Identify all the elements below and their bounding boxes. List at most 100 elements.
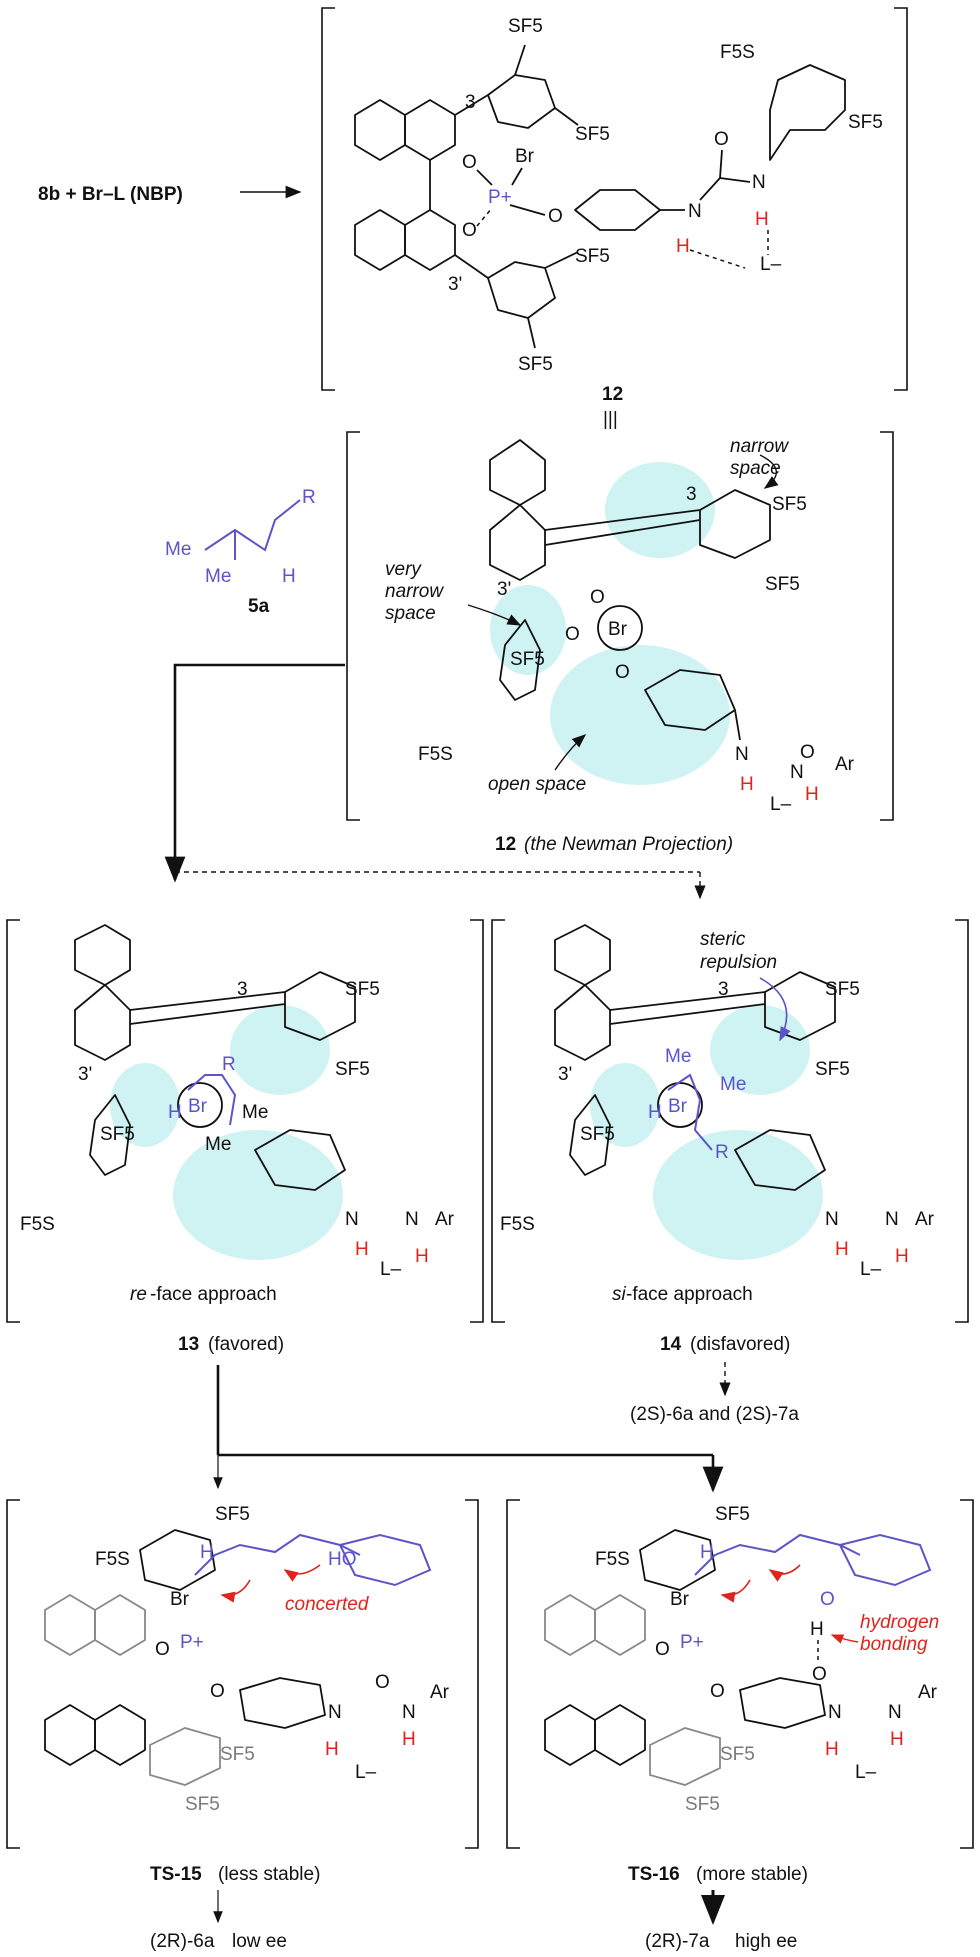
- sf5-ts15-2: SF5: [220, 1744, 255, 1765]
- ts-16: SF5 F5S O O P+ Br O H H hydrogen bonding…: [506, 1499, 974, 1952]
- hbond-line-2: bonding: [860, 1634, 928, 1655]
- ee-ts15: low ee: [232, 1931, 287, 1952]
- phosphorus-label: P+: [488, 187, 512, 208]
- binaphthyl-upper: [354, 94, 489, 161]
- substrate-r: R: [302, 487, 316, 508]
- label-ts16: TS-16: [628, 1864, 680, 1885]
- narrow-line-1: narrow: [730, 436, 789, 457]
- h-red-ts15-2: H: [402, 1729, 416, 1750]
- h-red-ts14-2: H: [895, 1246, 909, 1267]
- sf5-ts16-1: SF5: [715, 1504, 750, 1525]
- ar-ts13: Ar: [435, 1209, 455, 1230]
- flow-arrows-3: [213, 1365, 724, 1493]
- bracket-left-newman: [346, 431, 360, 821]
- br-ts13: Br: [188, 1096, 208, 1117]
- aryl-sf5-upper: [487, 44, 579, 129]
- h-red-2-12: H: [755, 209, 769, 230]
- n2-ts13: N: [405, 1209, 419, 1230]
- ts14-approach-suffix: -face approach: [626, 1284, 753, 1305]
- pos-3prime-ts13: 3': [78, 1064, 92, 1085]
- note-ts15: (less stable): [218, 1864, 320, 1885]
- o-ts16-2: O: [710, 1681, 725, 1702]
- substrate-me2: Me: [205, 566, 231, 587]
- h-ts14: H: [648, 1102, 662, 1123]
- l-ts14: L–: [860, 1259, 882, 1280]
- f5s-urea-12: F5S: [720, 42, 755, 63]
- label-ts15: TS-15: [150, 1864, 202, 1885]
- o-ts16-1: O: [655, 1639, 670, 1660]
- very-narrow-line-3: space: [385, 603, 436, 624]
- l-ts15: L–: [355, 1762, 377, 1783]
- pos-3-newman: 3: [686, 484, 697, 505]
- n-ts15: N: [328, 1702, 342, 1723]
- me-ts14-2: Me: [720, 1074, 746, 1095]
- br-ts16: Br: [670, 1589, 690, 1610]
- br-ts15: Br: [170, 1589, 190, 1610]
- me-ts14-1: Me: [665, 1046, 691, 1067]
- substrate-me1: Me: [165, 539, 191, 560]
- ts13-approach-prefix: re: [130, 1284, 147, 1305]
- very-narrow-zone: [490, 585, 566, 675]
- ar-newman: Ar: [835, 754, 855, 775]
- ar-ts14: Ar: [915, 1209, 935, 1230]
- label-13: 13: [178, 1334, 199, 1355]
- o-newman-1: O: [590, 587, 605, 608]
- sf5-ts14-1: SF5: [825, 979, 860, 1000]
- bracket-right-12: [894, 7, 908, 391]
- narrow-line-2: space: [730, 458, 781, 479]
- pos-3prime-ts14: 3': [558, 1064, 572, 1085]
- ts14-approach-prefix: si: [612, 1284, 627, 1305]
- p-ts16: P+: [680, 1632, 704, 1653]
- substrate-5a: R Me Me H 5a: [165, 487, 316, 617]
- pos-3prime-label: 3': [448, 274, 462, 295]
- sf5-ts16-2: SF5: [720, 1744, 755, 1765]
- very-narrow-line-2: narrow: [385, 581, 444, 602]
- n2-ts16: N: [888, 1702, 902, 1723]
- n2-newman: N: [790, 762, 804, 783]
- n-newman: N: [735, 744, 749, 765]
- o-urea-ts15: O: [375, 1672, 390, 1693]
- ar-ts15: Ar: [430, 1682, 450, 1703]
- pos-3-ts13: 3: [237, 979, 248, 1000]
- bracket-left-12: [321, 7, 335, 391]
- sf5-low-1: SF5: [575, 246, 610, 267]
- product-ts16: (2R)-7a: [645, 1931, 710, 1952]
- sf5-urea-12: SF5: [848, 112, 883, 133]
- o-ts15-2: O: [210, 1681, 225, 1702]
- f5s-newman: F5S: [418, 744, 453, 765]
- note-14: (disfavored): [690, 1334, 790, 1355]
- sf5-top-1: SF5: [508, 16, 543, 37]
- sf5-newman-2: SF5: [765, 574, 800, 595]
- n-h-urea-12: N: [688, 201, 702, 222]
- sf5-ts14-3: SF5: [580, 1124, 615, 1145]
- h-red-ts13-2: H: [415, 1246, 429, 1267]
- o-aryl-12: O: [548, 206, 563, 227]
- very-narrow-line-1: very: [385, 559, 422, 580]
- hbond-line-1: hydrogen: [860, 1612, 939, 1633]
- h-red-ts15-1: H: [325, 1739, 339, 1760]
- substrate-h: H: [282, 566, 296, 587]
- h-red-1-12: H: [676, 236, 690, 257]
- newman-caption-label: 12: [495, 834, 516, 855]
- o-ts16-hb: O: [820, 1589, 835, 1610]
- label-12: 12: [602, 384, 623, 405]
- me-ts13-1: Me: [242, 1102, 268, 1123]
- newman-projection-12: 3 3' SF5 SF5 Br O O O SF5 F5S N O N Ar H…: [346, 431, 894, 855]
- sf5-low-2: SF5: [518, 354, 553, 375]
- sf5-newman-3: SF5: [510, 649, 545, 670]
- label-14: 14: [660, 1334, 682, 1355]
- flow-arrows-2: [164, 663, 706, 900]
- f5s-ts15: F5S: [95, 1549, 130, 1570]
- ts-14: 3 3' SF5 SF5 Br Me Me H R SF5 F5S N N Ar…: [491, 919, 969, 1425]
- h-red-ts16-2: H: [890, 1729, 904, 1750]
- o-lower: O: [462, 220, 477, 241]
- br-ts14: Br: [668, 1096, 688, 1117]
- ee-ts16: high ee: [735, 1931, 797, 1952]
- narrow-space-zone: [605, 462, 715, 558]
- p-ts15: P+: [180, 1632, 204, 1653]
- sf5-newman-1: SF5: [772, 494, 807, 515]
- sf5-ts16-3: SF5: [685, 1794, 720, 1815]
- reaction-step-1: 8b + Br–L (NBP) 3 3' SF5 SF5: [38, 7, 908, 430]
- phenyl-ring-12: [574, 189, 661, 231]
- h-red-ts13-1: H: [355, 1239, 369, 1260]
